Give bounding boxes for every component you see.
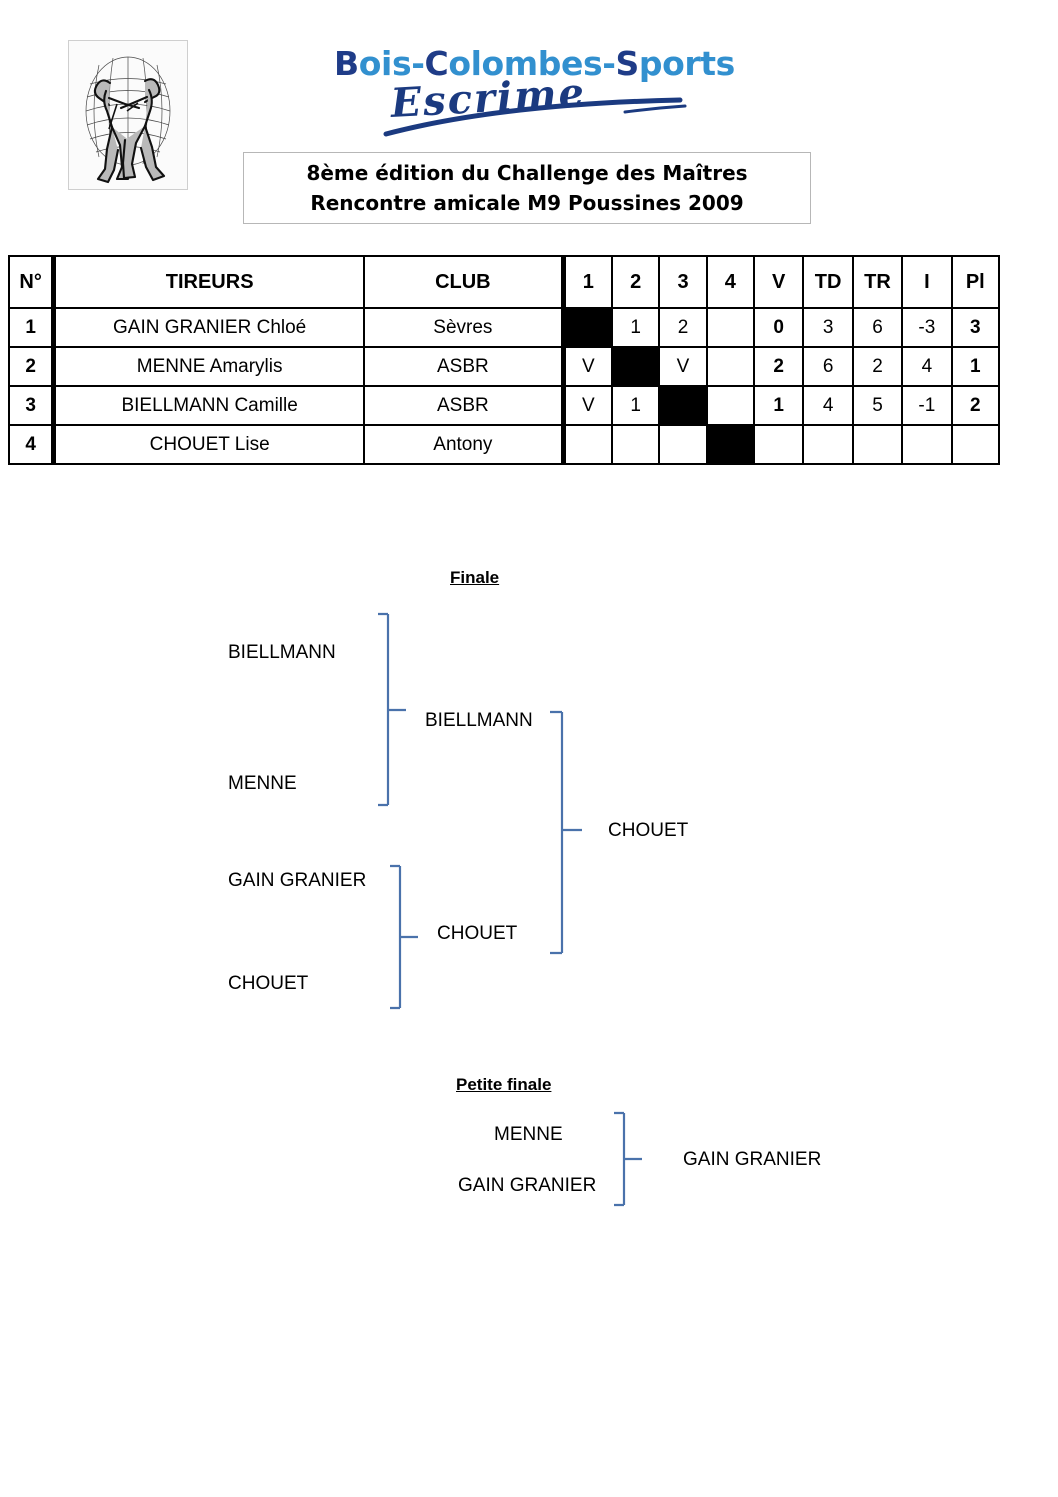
header-opponent-4: 4 — [705, 255, 756, 309]
bracket-connector-semifinal-top — [376, 612, 416, 807]
cell-victories: 2 — [753, 346, 805, 387]
cell-indicator — [901, 424, 953, 465]
fencers-globe-logo — [68, 40, 188, 190]
cell-touches-received: 5 — [851, 385, 904, 426]
escrime-swoosh-icon — [383, 97, 687, 137]
finale-bracket: Finale BIELLMANN MENNE GAIN GRANIER CHOU… — [0, 555, 1058, 1025]
finale-champion: CHOUET — [608, 820, 689, 841]
cell-touches-received: 2 — [851, 346, 904, 387]
petite-finale-heading: Petite finale — [456, 1075, 552, 1094]
cell-place: 3 — [950, 307, 1001, 348]
row-number: 3 — [8, 385, 57, 426]
finale-r1-slot3: GAIN GRANIER — [228, 870, 367, 891]
header-indicator: I — [901, 255, 953, 309]
brand-letter-s: S — [615, 44, 640, 83]
cell-victories — [753, 424, 805, 465]
brand-text-olombes: olombes- — [448, 44, 616, 83]
score-cell-4 — [705, 385, 756, 426]
escrime-script-logo: Escrime — [380, 69, 690, 140]
header-fencers: TIREURS — [52, 255, 366, 309]
event-title-box: 8ème édition du Challenge des Maîtres Re… — [243, 152, 811, 224]
score-cell-diagonal-blocked — [611, 346, 661, 387]
finale-r1-slot1: BIELLMANN — [228, 642, 336, 663]
petite-finale-slot2: GAIN GRANIER — [458, 1175, 597, 1196]
header-touches-given: TD — [802, 255, 854, 309]
score-cell-1: V — [562, 385, 614, 426]
petite-finale-slot1: MENNE — [494, 1124, 563, 1145]
score-cell-3: V — [658, 346, 708, 387]
cell-victories: 1 — [753, 385, 805, 426]
event-title-line2: Rencontre amicale M9 Poussines 2009 — [310, 191, 744, 215]
fencer-club: Sèvres — [363, 307, 566, 348]
finale-heading: Finale — [450, 568, 500, 587]
brand-text-ois: ois- — [358, 44, 425, 83]
fencer-club: Antony — [363, 424, 566, 465]
header-club: CLUB — [363, 255, 566, 309]
score-cell-3 — [658, 424, 708, 465]
document-header: Bois-Colombes-Sports Escrime 8ème éditio… — [0, 0, 1058, 240]
score-cell-diagonal-blocked — [562, 307, 614, 348]
cell-touches-given: 6 — [802, 346, 854, 387]
finale-r2-winner-top: BIELLMANN — [425, 710, 533, 731]
finale-r2-winner-bottom: CHOUET — [437, 923, 518, 944]
brand-letter-b: B — [334, 44, 359, 83]
score-cell-1 — [562, 424, 614, 465]
cell-place: 1 — [950, 346, 1001, 387]
header-opponent-3: 3 — [658, 255, 708, 309]
fencer-name: GAIN GRANIER Chloé — [52, 307, 366, 348]
header-victories: V — [753, 255, 805, 309]
bracket-connector-final — [548, 710, 592, 955]
score-cell-2: 1 — [611, 307, 661, 348]
cell-touches-received: 6 — [851, 307, 904, 348]
score-cell-1: V — [562, 346, 614, 387]
petite-finale-bracket: Petite finale MENNE GAIN GRANIER GAIN GR… — [0, 1060, 1058, 1260]
score-cell-2 — [611, 424, 661, 465]
row-number: 4 — [8, 424, 57, 465]
cell-touches-given — [802, 424, 854, 465]
header-opponent-1: 1 — [562, 255, 614, 309]
fencer-name: MENNE Amarylis — [52, 346, 366, 387]
cell-victories: 0 — [753, 307, 805, 348]
score-cell-diagonal-blocked — [658, 385, 708, 426]
cell-touches-received — [851, 424, 904, 465]
cell-place — [950, 424, 1001, 465]
finale-r1-slot4: CHOUET — [228, 973, 309, 994]
header-no: N° — [8, 255, 57, 309]
cell-place: 2 — [950, 385, 1001, 426]
score-cell-4 — [705, 307, 756, 348]
cell-touches-given: 3 — [802, 307, 854, 348]
petite-finale-winner: GAIN GRANIER — [683, 1149, 822, 1170]
fencer-name: BIELLMANN Camille — [52, 385, 366, 426]
finale-r1-slot2: MENNE — [228, 773, 297, 794]
header-place: Pl — [950, 255, 1001, 309]
cell-indicator: 4 — [901, 346, 953, 387]
bracket-connector-semifinal-bottom — [388, 864, 428, 1010]
row-number: 1 — [8, 307, 57, 348]
row-number: 2 — [8, 346, 57, 387]
club-brand-name: Bois-Colombes-Sports — [334, 44, 735, 83]
cell-touches-given: 4 — [802, 385, 854, 426]
cell-indicator: -3 — [901, 307, 953, 348]
table-header-row: N° TIREURS CLUB 1 2 3 4 V TD TR I Pl — [8, 255, 1001, 309]
brand-text-ports: ports — [638, 44, 735, 83]
score-cell-2: 1 — [611, 385, 661, 426]
header-touches-received: TR — [851, 255, 904, 309]
score-cell-4 — [705, 346, 756, 387]
cell-indicator: -1 — [901, 385, 953, 426]
score-cell-diagonal-blocked — [705, 424, 756, 465]
score-cell-3: 2 — [658, 307, 708, 348]
fencer-name: CHOUET Lise — [52, 424, 366, 465]
bracket-connector-petite-finale — [612, 1111, 652, 1207]
fencer-club: ASBR — [363, 346, 566, 387]
brand-letter-c: C — [424, 44, 449, 83]
header-opponent-2: 2 — [611, 255, 661, 309]
fencer-club: ASBR — [363, 385, 566, 426]
event-title-line1: 8ème édition du Challenge des Maîtres — [306, 161, 748, 185]
